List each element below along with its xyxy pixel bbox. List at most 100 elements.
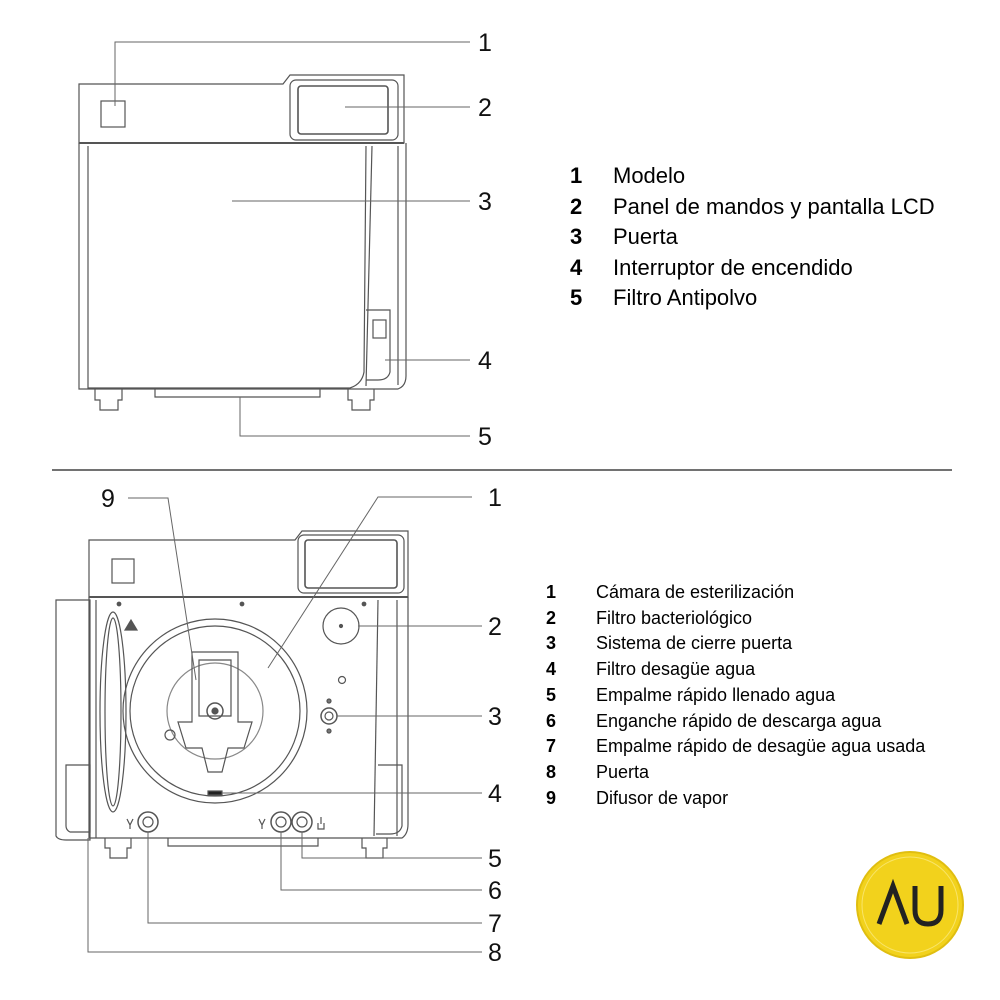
callout-number: 5 [488, 845, 502, 873]
side-handle [376, 764, 403, 835]
diffuser-inner [198, 659, 232, 717]
callout-line-8 [87, 838, 482, 953]
callout-number: 9 [101, 485, 115, 513]
legend-number: 1 [570, 163, 583, 188]
logo-letter-u [912, 886, 944, 927]
callout-number: 8 [488, 939, 502, 967]
legend-number: 2 [570, 193, 583, 219]
open-door [55, 599, 91, 841]
door-panel [87, 145, 367, 389]
drain-symbol-icon [126, 818, 134, 829]
water-fill-connector [291, 811, 313, 833]
legend-item: 7 Empalme rápido de desagüe agua usada [546, 734, 925, 760]
body-outline [78, 143, 407, 390]
callout-line-5 [239, 397, 470, 437]
callout-line-5 [301, 832, 482, 859]
foot-right [361, 838, 388, 859]
legend-label: Difusor de vapor [596, 787, 729, 808]
logo-badge-ring [861, 856, 959, 954]
legend-item: 2 Filtro bacteriológico [546, 606, 925, 632]
callout-number: 1 [478, 29, 492, 57]
callout-number: 2 [478, 94, 492, 122]
logo-letter-a [876, 878, 910, 925]
callout-number: 1 [488, 484, 502, 512]
foot-left [104, 838, 132, 859]
legend-bottom: 1 Cámara de esterilización 2 Filtro bacter… [546, 580, 925, 811]
dust-filter [167, 838, 319, 847]
sterilization-chamber [129, 625, 301, 797]
door-lock-inner [324, 711, 334, 721]
callout-number: 2 [488, 613, 502, 641]
screw [239, 601, 245, 607]
control-panel [297, 534, 405, 594]
door-edge [365, 145, 373, 387]
door-gasket-outer [99, 611, 127, 813]
chamber-sensor [164, 729, 176, 741]
callout-number: 7 [488, 910, 502, 938]
callout-line-9 [128, 497, 197, 681]
connector-inner [142, 816, 154, 828]
callout-number: 5 [478, 423, 492, 451]
legend-label: Puerta [613, 224, 678, 249]
indicator-dot [337, 675, 347, 685]
legend-label: Empalme rápido de desagüe agua usada [596, 736, 926, 757]
callout-number: 6 [488, 877, 502, 905]
legend-label: Puerta [596, 761, 650, 782]
callout-number: 4 [488, 780, 502, 808]
steam-diffuser [177, 651, 253, 773]
legend-label: Filtro desagüe agua [596, 659, 756, 680]
callout-number: 3 [488, 703, 502, 731]
legend-label: Filtro Antipolvo [613, 285, 758, 310]
foot-left [94, 389, 123, 411]
callout-number: 4 [478, 347, 492, 375]
callout-number: 3 [478, 188, 492, 216]
legend-label: Panel de mandos y pantalla LCD [613, 193, 935, 219]
power-switch-housing [366, 309, 391, 381]
legend-label: Cámara de esterilización [596, 582, 795, 602]
warning-triangle-icon [123, 618, 139, 631]
au-logo-badge-icon [856, 851, 964, 959]
lcd-screen [297, 85, 389, 135]
legend-number: 9 [546, 787, 557, 808]
chamber-inner-ring [166, 662, 264, 760]
water-discharge-connector [270, 811, 292, 833]
lock-pin [326, 698, 332, 704]
legend-number: 1 [546, 582, 557, 602]
callout-lines-bottom [87, 496, 482, 953]
legend-item: 1 Modelo [570, 161, 935, 192]
door-lock-system [320, 707, 338, 725]
legend-label: Modelo [613, 163, 686, 188]
legend-number: 2 [546, 607, 557, 628]
model-label-box [111, 558, 135, 584]
legend-number: 3 [546, 633, 557, 654]
callout-line-1 [267, 496, 472, 669]
used-water-drain-connector [137, 811, 159, 833]
diffuser-knob-center [211, 707, 219, 715]
legend-item: 2 Panel de mandos y pantalla LCD [570, 192, 935, 223]
top-band [88, 530, 409, 598]
model-label-box [100, 100, 126, 128]
legend-label: Enganche rápido de descarga agua [596, 710, 882, 731]
drain-filter-slot [207, 790, 223, 796]
legend-label: Filtro bacteriológico [596, 607, 753, 628]
callout-lines-top [114, 41, 470, 437]
autoclave-front-closed [78, 74, 407, 411]
dust-filter [154, 389, 321, 398]
legend-number: 8 [546, 761, 557, 782]
callout-line-6 [280, 832, 482, 891]
connector-inner [275, 816, 287, 828]
legend-label: Sistema de cierre puerta [596, 633, 793, 654]
door-handle [65, 764, 91, 833]
legend-item: 3 Sistema de cierre puerta [546, 631, 925, 657]
connector-inner [296, 816, 308, 828]
legend-item: 5 Filtro Antipolvo [570, 283, 935, 314]
legend-number: 7 [546, 736, 557, 757]
callout-numbers-top: 1 2 3 4 5 [478, 29, 492, 451]
lock-pin [326, 728, 332, 734]
legend-item: 9 Difusor de vapor [546, 786, 925, 812]
legend-number: 5 [570, 285, 583, 310]
